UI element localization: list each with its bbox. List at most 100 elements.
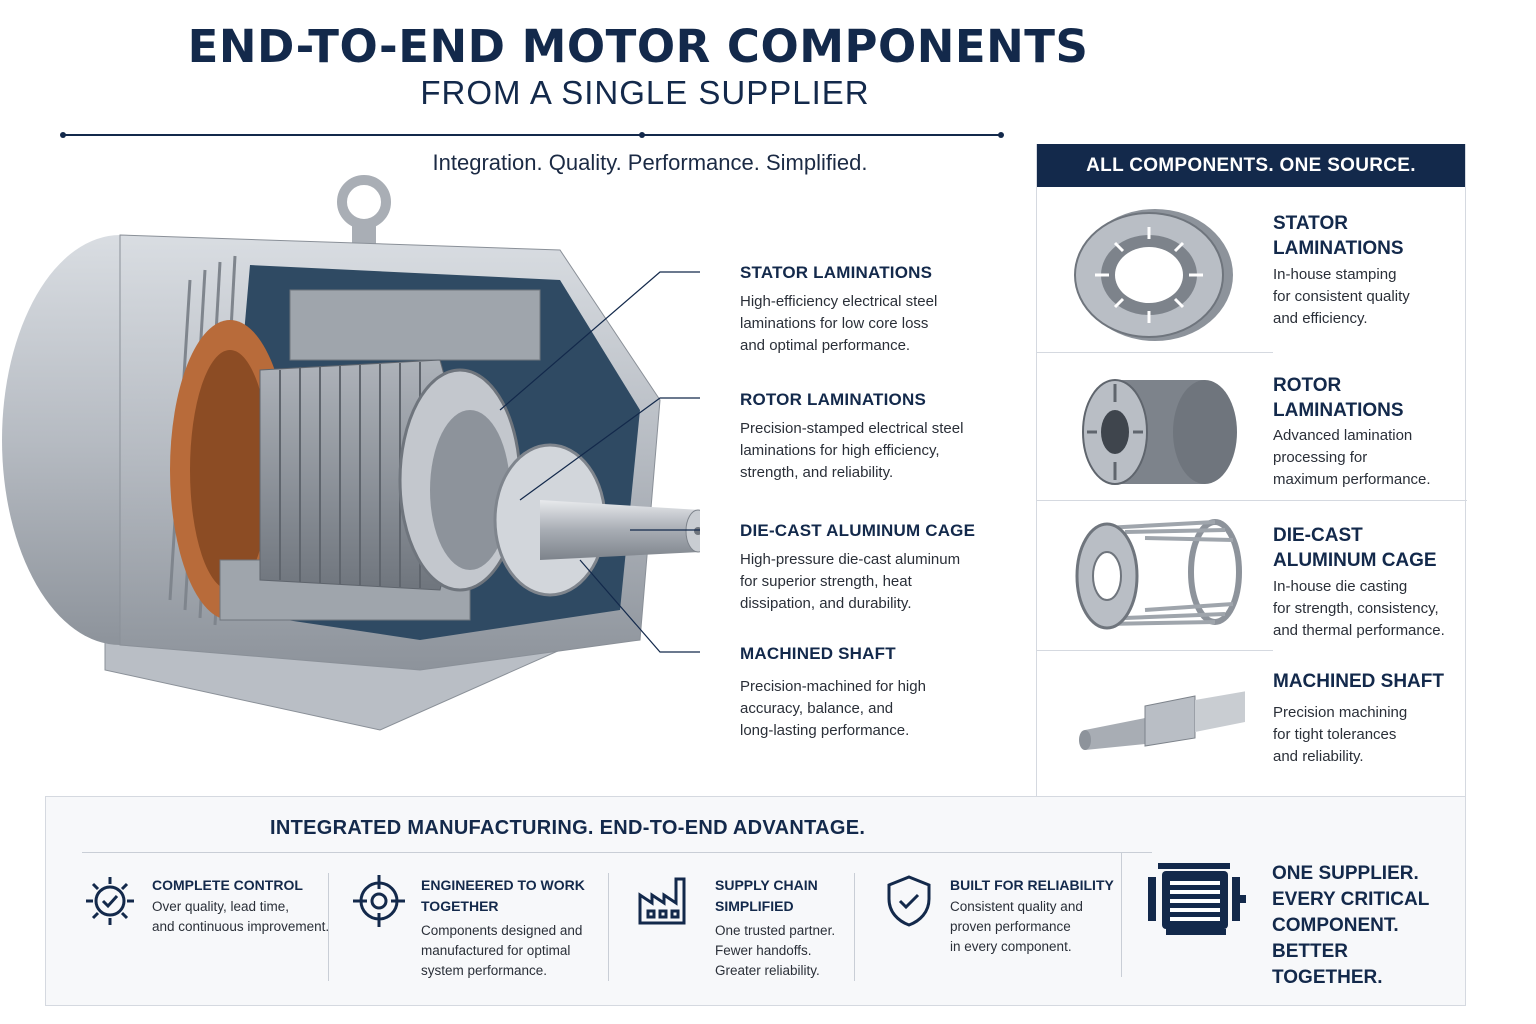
component-title-line: STATOR bbox=[1273, 213, 1348, 234]
feature-desc-line: Fewer handoffs. bbox=[715, 943, 812, 958]
component-desc-line: maximum performance. bbox=[1273, 471, 1431, 488]
callout-stator-laminations: STATOR LAMINATIONS High-efficiency elect… bbox=[740, 263, 1020, 357]
divider-dot bbox=[639, 132, 645, 138]
callout-title: STATOR LAMINATIONS bbox=[740, 263, 933, 282]
closing-line: ONE SUPPLIER. bbox=[1272, 863, 1419, 884]
feature-title-line: TOGETHER bbox=[421, 898, 499, 914]
callout-desc: High-pressure die-cast aluminum for supe… bbox=[740, 549, 1020, 615]
section-divider bbox=[82, 852, 1152, 853]
callout-title: DIE-CAST ALUMINUM CAGE bbox=[740, 521, 976, 540]
aluminum-cage-image bbox=[1075, 519, 1242, 630]
motor-cutaway-illustration bbox=[2, 175, 700, 731]
component-desc: In-house stamping for consistent quality… bbox=[1273, 264, 1463, 330]
component-rotor-laminations: ROTOR LAMINATIONS Advanced lamination pr… bbox=[1037, 352, 1467, 500]
feature-separator bbox=[854, 873, 855, 981]
components-panel: ALL COMPONENTS. ONE SOURCE. STATOR LAMIN… bbox=[1036, 144, 1467, 796]
callout-desc-line: High-efficiency electrical steel bbox=[740, 293, 938, 310]
feature-title-line: SIMPLIFIED bbox=[715, 898, 794, 914]
feature-desc-line: proven performance bbox=[950, 919, 1071, 934]
component-stator-laminations: STATOR LAMINATIONS In-house stamping for… bbox=[1037, 187, 1467, 352]
feature-separator bbox=[328, 873, 329, 981]
callout-desc-line: High-pressure die-cast aluminum bbox=[740, 551, 961, 568]
component-desc-line: for strength, consistency, bbox=[1273, 600, 1439, 617]
callout-rotor-laminations: ROTOR LAMINATIONS Precision-stamped elec… bbox=[740, 390, 1020, 484]
closing-line: EVERY CRITICAL bbox=[1272, 889, 1430, 910]
feature-desc-line: Over quality, lead time, bbox=[152, 899, 290, 914]
feature-desc-line: One trusted partner. bbox=[715, 923, 836, 938]
page-subtitle: FROM A SINGLE SUPPLIER bbox=[420, 74, 870, 111]
component-title-line: LAMINATIONS bbox=[1273, 238, 1404, 259]
feature-title-line: ENGINEERED TO WORK bbox=[421, 877, 585, 893]
rotor-laminations-image bbox=[1082, 379, 1237, 485]
feature-desc: One trusted partner. Fewer handoffs. Gre… bbox=[715, 921, 855, 981]
component-desc-line: for tight tolerances bbox=[1273, 726, 1397, 743]
feature-title: COMPLETE CONTROL bbox=[152, 875, 303, 896]
callout-desc-line: long-lasting performance. bbox=[740, 722, 910, 739]
component-title-line: ROTOR bbox=[1273, 375, 1342, 396]
feature-title: BUILT FOR RELIABILITY bbox=[950, 875, 1114, 896]
divider-dot bbox=[998, 132, 1004, 138]
feature-desc-line: system performance. bbox=[421, 963, 548, 978]
feature-desc: Components designed and manufactured for… bbox=[421, 921, 601, 981]
component-desc-line: In-house stamping bbox=[1273, 266, 1397, 283]
feature-separator bbox=[608, 873, 609, 981]
callout-desc-line: Precision-stamped electrical steel bbox=[740, 420, 964, 437]
feature-title-line: SUPPLY CHAIN bbox=[715, 877, 818, 893]
callout-title: MACHINED SHAFT bbox=[740, 644, 896, 663]
component-desc: Advanced lamination processing for maxim… bbox=[1273, 425, 1463, 491]
feature-desc-line: Components designed and bbox=[421, 923, 583, 938]
component-desc-line: In-house die casting bbox=[1273, 578, 1408, 595]
section-heading: INTEGRATED MANUFACTURING. END-TO-END ADV… bbox=[270, 817, 866, 839]
callout-machined-shaft: MACHINED SHAFT Precision-machined for hi… bbox=[740, 644, 1020, 742]
feature-title-line: COMPLETE CONTROL bbox=[152, 877, 303, 893]
panel-heading: ALL COMPONENTS. ONE SOURCE. bbox=[1037, 144, 1465, 187]
callout-desc-line: strength, and reliability. bbox=[740, 464, 894, 481]
tagline: Integration. Quality. Performance. Simpl… bbox=[432, 150, 868, 175]
feature-desc-line: Consistent quality and bbox=[950, 899, 1083, 914]
callout-desc-line: accuracy, balance, and bbox=[740, 700, 894, 717]
divider-dot bbox=[60, 132, 66, 138]
factory-icon bbox=[638, 877, 686, 925]
stator-laminations-image bbox=[1074, 209, 1233, 341]
component-desc-line: and thermal performance. bbox=[1273, 622, 1445, 639]
component-title-line: LAMINATIONS bbox=[1273, 400, 1404, 421]
callout-desc: High-efficiency electrical steel laminat… bbox=[740, 291, 1020, 357]
feature-desc-line: and continuous improvement. bbox=[152, 919, 330, 934]
callout-desc-line: and optimal performance. bbox=[740, 337, 911, 354]
callout-title: ROTOR LAMINATIONS bbox=[740, 390, 926, 409]
component-title-line: ALUMINUM CAGE bbox=[1273, 550, 1437, 571]
closing-line: BETTER TOGETHER. bbox=[1272, 941, 1383, 988]
feature-title-line: BUILT FOR RELIABILITY bbox=[950, 877, 1114, 893]
feature-desc-line: Greater reliability. bbox=[715, 963, 820, 978]
crosshair-icon bbox=[353, 875, 405, 927]
feature-title: SUPPLY CHAIN SIMPLIFIED bbox=[715, 875, 818, 917]
feature-desc: Over quality, lead time, and continuous … bbox=[152, 897, 332, 937]
component-title: ROTOR LAMINATIONS bbox=[1273, 373, 1463, 423]
motor-icon bbox=[1148, 863, 1246, 935]
component-desc-line: and reliability. bbox=[1273, 748, 1364, 765]
callout-desc-line: dissipation, and durability. bbox=[740, 595, 912, 612]
callout-desc-line: laminations for low core loss bbox=[740, 315, 929, 332]
component-die-cast-aluminum-cage: DIE-CAST ALUMINUM CAGE In-house die cast… bbox=[1037, 500, 1467, 650]
callout-desc-line: for superior strength, heat bbox=[740, 573, 912, 590]
callout-desc: Precision-machined for high accuracy, ba… bbox=[740, 676, 1020, 742]
callout-desc-line: laminations for high efficiency, bbox=[740, 442, 940, 459]
component-desc: In-house die casting for strength, consi… bbox=[1273, 576, 1468, 642]
component-desc-line: processing for bbox=[1273, 449, 1368, 466]
panel-divider bbox=[1037, 352, 1273, 353]
component-desc-line: Precision machining bbox=[1273, 704, 1408, 721]
closing-line: COMPONENT. bbox=[1272, 915, 1399, 936]
panel-divider bbox=[1037, 650, 1273, 651]
panel-divider bbox=[1037, 500, 1467, 501]
callout-desc: Precision-stamped electrical steel lamin… bbox=[740, 418, 1020, 484]
component-desc-line: and efficiency. bbox=[1273, 310, 1368, 327]
component-title-line: DIE-CAST bbox=[1273, 525, 1363, 546]
callout-desc-line: Precision-machined for high bbox=[740, 678, 926, 695]
feature-title: ENGINEERED TO WORK TOGETHER bbox=[421, 875, 585, 917]
component-title: STATOR LAMINATIONS bbox=[1273, 211, 1463, 261]
header-divider bbox=[62, 134, 1002, 136]
component-desc-line: Advanced lamination bbox=[1273, 427, 1413, 444]
page-title: END-TO-END MOTOR COMPONENTS bbox=[187, 20, 1089, 73]
feature-desc-line: manufactured for optimal bbox=[421, 943, 571, 958]
feature-desc: Consistent quality and proven performanc… bbox=[950, 897, 1120, 957]
